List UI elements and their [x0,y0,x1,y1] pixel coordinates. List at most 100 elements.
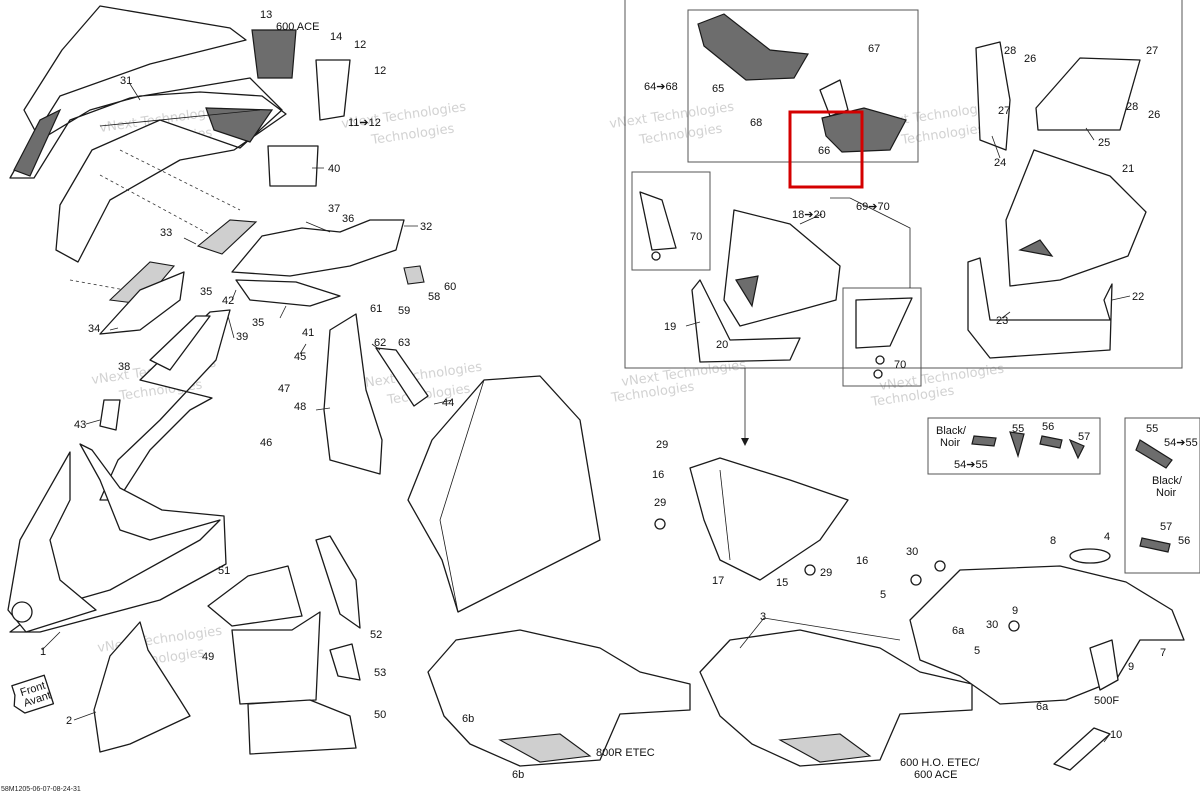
panel-15-crease [719,469,731,561]
nose-part-1 [9,443,227,633]
callout-29b: 29 [654,497,666,509]
callout-5b: 5 [974,645,980,657]
callout-67: 67 [868,43,880,55]
callout-62: 62 [374,337,386,349]
callout-15: 15 [776,577,788,589]
side-panel-part-50 [247,699,357,755]
callout-45: 45 [294,351,306,363]
callout-30a: 30 [906,546,918,558]
grip-part-right-55 [1135,439,1173,469]
callout-40: 40 [328,163,340,175]
side-panel-part-44 [407,375,601,613]
caption-black-right-1: Black/ [1152,475,1183,487]
callout-35b: 35 [252,317,264,329]
callout-47: 47 [278,383,290,395]
seal-detail-frame-left [631,171,711,271]
callout-55b: 55 [1146,423,1158,435]
callout-66: 66 [818,145,830,157]
callout-9a: 9 [1012,605,1018,617]
callout-9b: 9 [1128,661,1134,673]
callout-3: 3 [760,611,766,623]
callout-6a-2: 6a [1036,701,1049,713]
bottom-pan-600ho [699,629,973,767]
deflector-detail-frame [687,9,919,163]
callout-55a: 55 [1012,423,1024,435]
callout-12b: 12 [374,65,386,77]
callout-41: 41 [302,327,314,339]
caption-600ace-top: 600 ACE [276,21,319,33]
bottom-pan-800r [427,629,691,767]
leader [41,83,1131,743]
caption-black-right-2: Noir [1156,487,1177,499]
bottom-pan-600ho-detail [778,733,872,763]
callout-18-20: 18➔20 [792,209,826,221]
highlight-box-66 [788,110,864,189]
callout-8: 8 [1050,535,1056,547]
callout-14: 14 [330,31,342,43]
panel-part-25 [1035,57,1141,131]
grip-part-56 [1039,435,1063,449]
callout-22: 22 [1132,291,1144,303]
seal-detail-frame-right [842,287,922,387]
callout-17: 17 [712,575,724,587]
callout-5a: 5 [880,589,886,601]
panel-part-24 [975,41,1011,151]
fuel-cap-part-4 [1069,548,1111,564]
callout-37: 37 [328,203,340,215]
callout-43: 43 [74,419,86,431]
callout-64-68: 64➔68 [644,81,678,93]
detail-frames [624,0,1200,574]
captions: 600 ACE 800R ETEC 600 H.O. ETEC/ 600 ACE… [1,21,1183,793]
callout-54-55: 54➔55 [954,459,988,471]
windshield-part-18-20 [723,209,841,327]
windshield-21-vent [1018,239,1054,257]
windshield-vent-20 [735,275,759,308]
callout-36: 36 [342,213,354,225]
console-part-32 [231,219,405,277]
callout-60: 60 [444,281,456,293]
callout-56b: 56 [1178,535,1190,547]
callout-20: 20 [716,339,728,351]
console-part-32-lower [235,279,341,307]
grip-detail-frame-right [1124,417,1200,574]
callout-54-55b: 54➔55 [1164,437,1198,449]
callout-30b: 30 [986,619,998,631]
callout-12a: 12 [354,39,366,51]
headlight-part [11,601,33,623]
grip-parts [971,431,1173,553]
callout-49: 49 [202,651,214,663]
front-arrow-icon [11,674,55,714]
callout-13: 13 [260,9,272,21]
bracket-part-34 [99,271,185,335]
callout-51: 51 [218,565,230,577]
callout-21: 21 [1122,163,1134,175]
callout-63: 63 [398,337,410,349]
side-panel-part-51 [207,565,303,627]
callout-2: 2 [66,715,72,727]
callout-46: 46 [260,437,272,449]
callout-4: 4 [1104,531,1110,543]
callout-52: 52 [370,629,382,641]
callout-68: 68 [750,117,762,129]
callout-42: 42 [222,295,234,307]
caption-600ho-line1: 600 H.O. ETEC/ [900,757,980,769]
callout-29c: 29 [820,567,832,579]
callout-6b-2: 6b [512,769,524,781]
nose-part-1-body [7,451,97,633]
callout-28a: 28 [1004,45,1016,57]
callout-26a: 26 [1024,53,1036,65]
callout-24: 24 [994,157,1006,169]
side-panel-part-49 [231,611,321,705]
callout-27b: 27 [1146,45,1158,57]
callout-39: 39 [236,331,248,343]
callout-6b-1: 6b [462,713,474,725]
callout-70a: 70 [690,231,702,243]
callout-57a: 57 [1078,431,1090,443]
grip-part-54 [971,435,997,447]
seal-part-left-detail [639,191,677,251]
leader-lines [41,83,1131,743]
grip-part-57 [1068,438,1085,460]
bracket-part-45 [323,313,383,475]
callout-56a: 56 [1042,421,1054,433]
callout-6a-1: 6a [952,625,965,637]
